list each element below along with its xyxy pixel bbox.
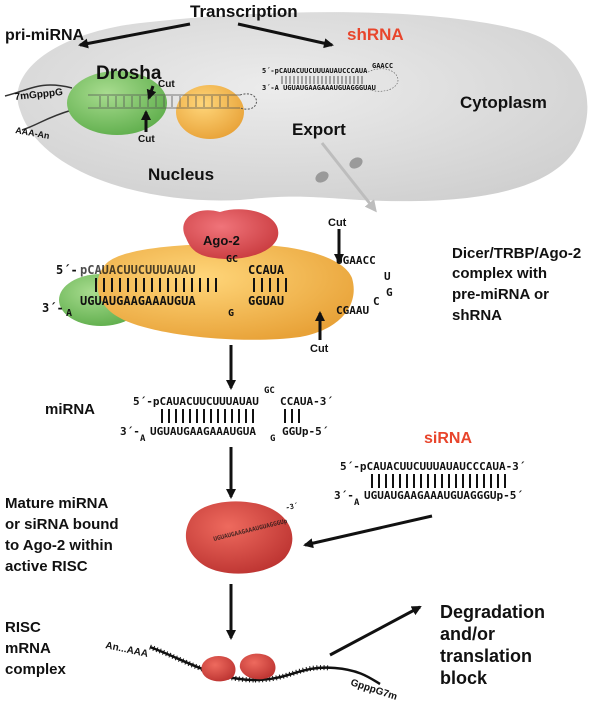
mirna-bottom-g: G: [270, 434, 275, 444]
dicer-top-seq2: CCAUA: [248, 263, 285, 277]
sirna-bottom-a: A: [354, 498, 360, 508]
shrna-hairpin: 5´-pCAUACUUCUUUAUAUCCCAUA 3´-A UGUAUGAAG…: [262, 62, 399, 92]
cytoplasm-label: Cytoplasm: [460, 93, 547, 112]
dicer-bottom-seq1: UGUAUGAAGAAAUGUA: [80, 294, 196, 308]
mirna-label: miRNA: [45, 401, 95, 418]
mrna-polya-label: An...AAA: [104, 640, 149, 660]
active-risc: UGUAUGAAGAAAUGUAGGGUp -3´: [185, 501, 299, 574]
mature-line1: Mature miRNA: [5, 495, 109, 512]
degradation-line4: block: [440, 668, 488, 688]
mirna-top-gc: GC: [264, 386, 275, 396]
dicer-loop-bottom: CGAAU: [336, 304, 369, 317]
cap-label: 7mGpppG: [14, 87, 63, 103]
dicer-desc-line4: shRNA: [452, 307, 502, 324]
dicer-top-gc: GC: [226, 254, 238, 265]
risc-label-line2: mRNA: [5, 640, 51, 657]
risc-bound-1: [201, 655, 236, 682]
sirna-duplex: 5´-pCAUACUUCUUUAUAUCCCAUA-3´ 3´- A UGUAU…: [334, 460, 525, 508]
sirna-top-strand: 5´-pCAUACUUCUUUAUAUCCCAUA-3´: [340, 460, 525, 473]
mirna-top-seq2: CCAUA-3´: [280, 395, 333, 408]
nuclear-pore-2: [349, 157, 363, 169]
mirna-bottom-prefix: 3´-: [120, 425, 140, 438]
mirna-bottom-seq2: GGUp-5´: [282, 425, 328, 438]
mature-line4: active RISC: [5, 558, 88, 575]
drosha-cut-bottom-label: Cut: [138, 134, 155, 145]
mrna-strand: [149, 645, 381, 686]
pri-mirna-label: pri-miRNA: [5, 27, 85, 44]
export-arrow: [320, 142, 377, 213]
dicer-bottom-seq2: GGUAU: [248, 294, 284, 308]
nucleus-label: Nucleus: [148, 165, 214, 184]
mirna-top-seq1: 5´-pCAUACUUCUUUAUAU: [133, 395, 259, 408]
dicer-complex: Ago-2 5´- pCAUACUUCUUUAUAU GC CCAUA 3´- …: [42, 209, 393, 355]
drosha-orange-subunit: [176, 85, 244, 139]
dicer-bottom-a: A: [66, 308, 72, 319]
arrow-to-shrna: [237, 22, 334, 49]
shrna-label-top: shRNA: [347, 25, 404, 44]
drosha-complex: Drosha Cut Cut 7mGpppG AAA-An: [4, 63, 257, 145]
degradation-line2: and/or: [440, 624, 495, 644]
dicer-top-prefix: 5´-: [56, 263, 78, 277]
mirna-bottom-seq1: UGUAUGAAGAAAUGUA: [150, 425, 256, 438]
shrna-loop: GAACC: [372, 62, 393, 70]
ago2-label: Ago-2: [203, 233, 240, 248]
dicer-top-seq1: pCAUACUUCUUUAUAU: [80, 263, 196, 277]
arrow-to-pri-mirna: [78, 22, 191, 49]
dicer-cut-bottom-label: Cut: [310, 343, 329, 355]
mature-line2: or siRNA bound: [5, 516, 119, 533]
drosha-cut-top-arrow: [146, 85, 157, 100]
dicer-loop-u: U: [384, 270, 391, 283]
degradation-line1: Degradation: [440, 602, 545, 622]
shrna-bottom-strand: 3´-A UGUAUGAAGAAAUGUAGGGUAU: [262, 84, 376, 92]
nuclear-pore-1: [315, 171, 329, 183]
risc-label-line1: RISC: [5, 619, 41, 636]
nucleus-region: [17, 12, 588, 202]
degradation-line3: translation: [440, 646, 532, 666]
risc-label-line3: complex: [5, 661, 67, 678]
risc-ago2-body: [185, 501, 293, 574]
ago2-subunit: [183, 209, 279, 260]
arrow-to-degradation: [329, 605, 422, 657]
sirna-bottom-prefix: 3´-: [334, 489, 354, 502]
dicer-desc-line1: Dicer/TRBP/Ago-2: [452, 245, 581, 262]
mature-line3: to Ago-2 within: [5, 537, 113, 554]
shrna-top-strand: 5´-pCAUACUUCUUUAUAUCCCAUA: [262, 67, 368, 75]
risc-mrna-complex: An...AAA GpppG7m: [104, 640, 398, 703]
drosha-label: Drosha: [96, 63, 162, 84]
dicer-cut-top-label: Cut: [328, 217, 347, 229]
risc-strand-end: -3´: [285, 502, 299, 512]
dicer-orange-subunit: [97, 244, 354, 340]
transcription-label: Transcription: [190, 2, 298, 21]
export-label: Export: [292, 120, 346, 139]
dicer-desc-line3: pre-miRNA or: [452, 286, 549, 303]
drosha-cut-top-label: Cut: [158, 79, 175, 90]
dicer-loop-top: UGAACC: [336, 254, 376, 267]
dicer-bottom-g: G: [228, 308, 234, 319]
risc-bound-2: [239, 653, 276, 680]
dicer-desc-line2: complex with: [452, 265, 547, 282]
mirna-duplex: 5´-pCAUACUUCUUUAUAU GC CCAUA-3´ 3´- A UG…: [120, 386, 333, 444]
sirna-label: siRNA: [424, 430, 472, 447]
dicer-loop-c: C: [373, 295, 380, 308]
sirna-bottom-strand: UGUAUGAAGAAAUGUAGGGUp-5´: [364, 489, 523, 502]
dicer-loop-g: G: [386, 286, 393, 299]
mirna-bottom-a: A: [140, 434, 146, 444]
dicer-bottom-prefix: 3´-: [42, 301, 64, 315]
arrow-sirna-to-risc: [303, 514, 433, 549]
